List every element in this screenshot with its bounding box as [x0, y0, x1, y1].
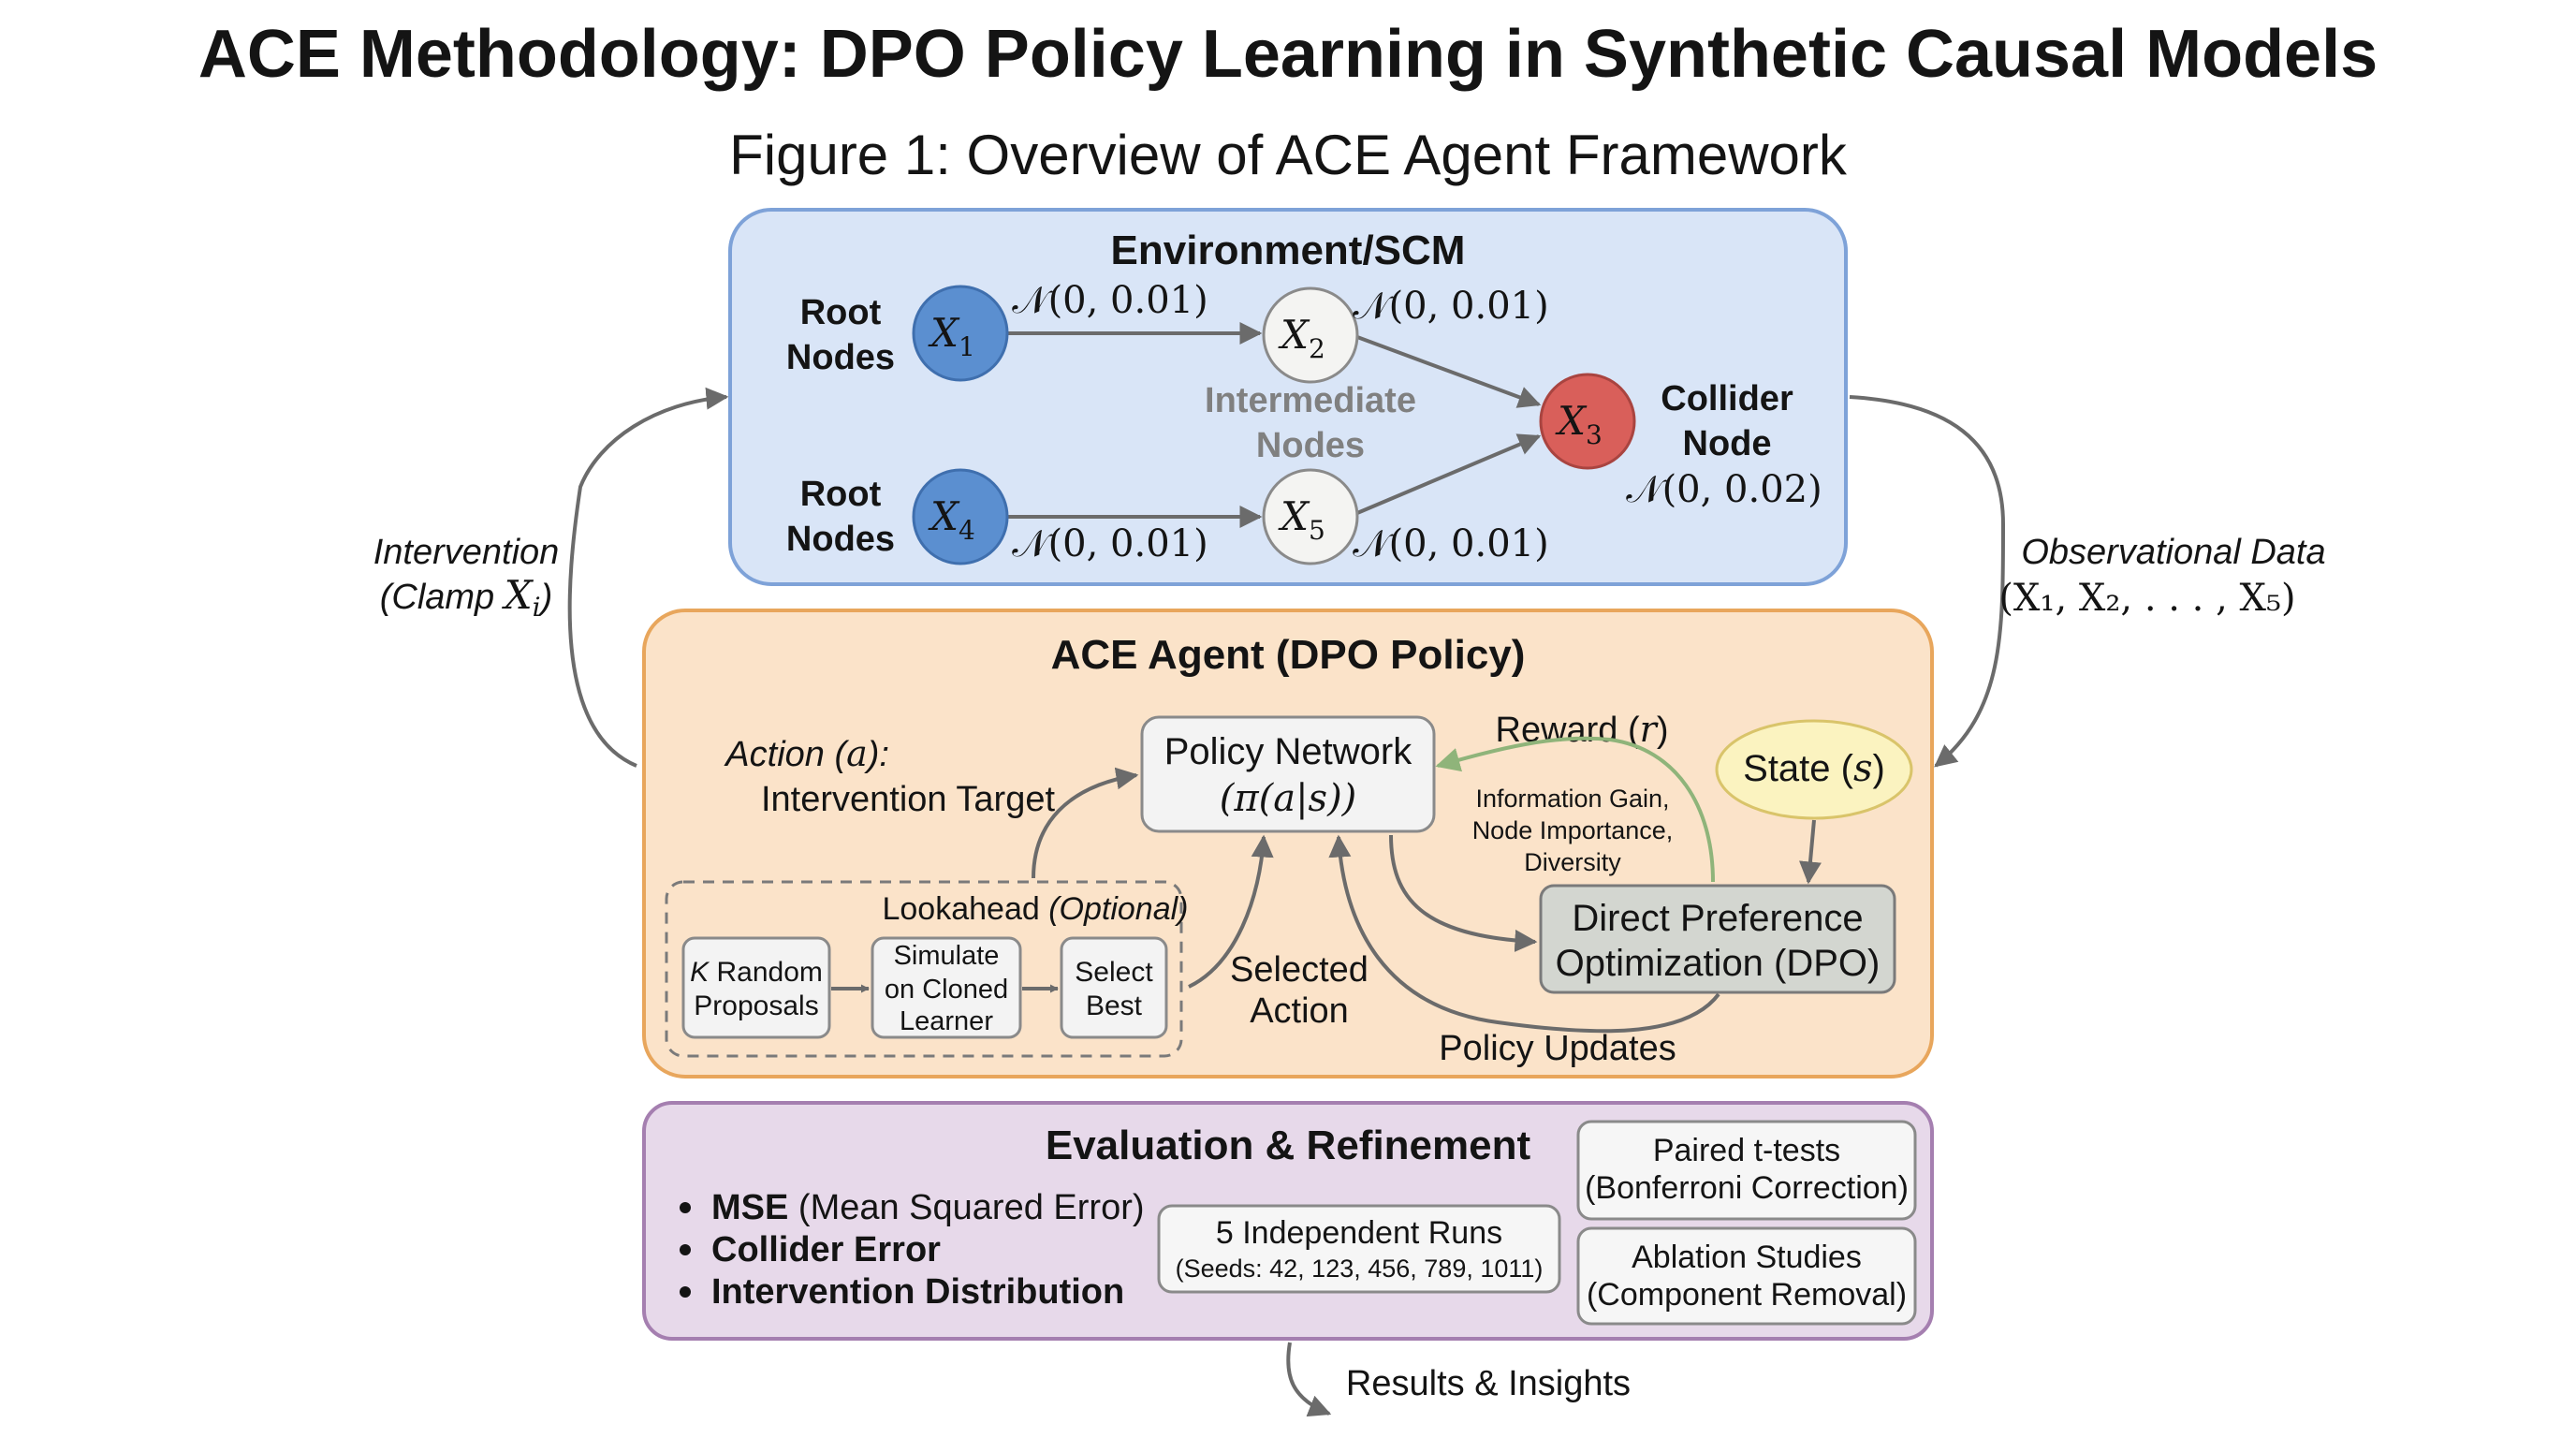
- reward-detail-2: Node Importance,: [1472, 816, 1674, 844]
- node-x2: X2: [1262, 286, 1359, 384]
- metric-collider-error: Collider Error: [711, 1230, 941, 1269]
- independent-runs-box: [1157, 1204, 1561, 1294]
- ablation-studies-label: Ablation Studies: [1632, 1240, 1862, 1275]
- metric-mse: MSE (Mean Squared Error): [711, 1188, 1145, 1227]
- svg-text:X3: X3: [1555, 398, 1603, 450]
- simulate-label-3: Learner: [900, 1006, 993, 1036]
- environment-title: Environment/SCM: [1111, 227, 1466, 273]
- noise-x5-label: 𝒩(0, 0.01): [1353, 522, 1548, 565]
- state-to-dpo-arrow: [1799, 819, 1822, 885]
- collider-node-label-2: Node: [1683, 424, 1772, 463]
- dpo-label-2: Optimization (DPO): [1556, 943, 1881, 984]
- metric-bullet-2: [680, 1244, 691, 1255]
- figure-caption: Figure 1: Overview of ACE Agent Framewor…: [729, 124, 1848, 186]
- policy-updates-arrow: [1328, 834, 1720, 1034]
- svg-text:X5: X5: [1278, 493, 1325, 546]
- lookahead-region: [665, 880, 1183, 1058]
- intermediate-nodes-label-1: Intermediate: [1205, 381, 1416, 420]
- intervention-target-label: Intervention Target: [761, 780, 1055, 819]
- svg-text:X1: X1: [928, 310, 975, 362]
- reward-label: Reward (r): [1496, 709, 1669, 750]
- node-x1: X1: [912, 285, 1009, 382]
- root-nodes-label-bottom-2: Nodes: [786, 520, 895, 559]
- intermediate-nodes-label-2: Nodes: [1256, 426, 1365, 465]
- independent-runs-label: 5 Independent Runs: [1216, 1215, 1502, 1251]
- node-x3: X3: [1539, 373, 1636, 470]
- root-nodes-label-top-1: Root: [800, 293, 882, 332]
- ablation-studies-box: [1576, 1226, 1917, 1326]
- edge-x2-x3: [1356, 335, 1542, 408]
- reward-detail-3: Diversity: [1524, 848, 1621, 876]
- clamp-label: (Clamp Xi): [380, 572, 553, 623]
- simulate-learner-box: [871, 936, 1022, 1039]
- random-proposals-box: [681, 936, 831, 1039]
- reward-detail-1: Information Gain,: [1475, 785, 1669, 813]
- lookahead-label: Lookahead (Optional): [882, 891, 1188, 927]
- noise-x4-label: 𝒩(0, 0.01): [1012, 522, 1208, 565]
- paired-ttests-box: [1576, 1120, 1917, 1221]
- observational-data-arrow: [1849, 395, 2006, 768]
- node-x5: X5: [1262, 468, 1359, 565]
- component-removal-label: (Component Removal): [1587, 1277, 1907, 1313]
- policy-to-dpo-arrow: [1389, 834, 1538, 952]
- paired-ttests-label: Paired t-tests: [1653, 1133, 1840, 1168]
- dpo-box: [1539, 884, 1896, 994]
- state-label: State (s): [1743, 747, 1885, 790]
- dpo-label-1: Direct Preference: [1572, 898, 1863, 939]
- selected-action-label-1: Selected: [1230, 950, 1368, 990]
- observational-data-label: Observational Data: [2021, 533, 2325, 572]
- select-best-label-1: Select: [1075, 957, 1153, 988]
- agent-title: ACE Agent (DPO Policy): [1051, 632, 1526, 678]
- state-ellipse: [1715, 719, 1913, 820]
- selected-action-label-2: Action: [1250, 991, 1349, 1031]
- main-title: ACE Methodology: DPO Policy Learning in …: [198, 17, 2378, 92]
- random-proposals-label-2: Proposals: [694, 990, 818, 1021]
- edge-x5-x3: [1356, 433, 1542, 515]
- results-arrow: [1286, 1342, 1332, 1417]
- select-best-label-2: Best: [1086, 990, 1143, 1021]
- environment-panel: [728, 208, 1848, 586]
- collider-node-label-1: Collider: [1661, 379, 1793, 418]
- svg-text:X4: X4: [928, 493, 975, 546]
- root-nodes-label-bottom-1: Root: [800, 475, 882, 514]
- selected-action-arrow: [1188, 834, 1274, 989]
- bonferroni-label: (Bonferroni Correction): [1585, 1170, 1909, 1206]
- noise-x1-label: 𝒩(0, 0.01): [1012, 279, 1208, 322]
- policy-network-box: [1140, 715, 1436, 833]
- noise-x3-label: 𝒩(0, 0.02): [1626, 468, 1822, 511]
- intervention-label: Intervention: [373, 533, 560, 572]
- root-nodes-label-top-2: Nodes: [786, 338, 895, 377]
- noise-x2-label: 𝒩(0, 0.01): [1353, 285, 1548, 328]
- policy-formula: (π(a|s)): [1220, 777, 1357, 820]
- node-x4: X4: [912, 468, 1009, 565]
- intervention-arrow: [567, 387, 729, 768]
- evaluation-title: Evaluation & Refinement: [1046, 1123, 1531, 1168]
- random-proposals-label-1: K Random: [690, 957, 823, 988]
- simulate-label-1: Simulate: [894, 941, 1000, 971]
- action-arrow: [1032, 767, 1139, 879]
- svg-text:X2: X2: [1278, 312, 1325, 364]
- policy-updates-label: Policy Updates: [1439, 1029, 1676, 1068]
- metric-bullet-1: [680, 1202, 691, 1213]
- observational-variables-label: (X₁, X₂, . . . , X₅): [1998, 577, 2295, 620]
- seeds-label: (Seeds: 42, 123, 456, 789, 1011): [1176, 1255, 1544, 1283]
- policy-network-label: Policy Network: [1164, 731, 1413, 772]
- metric-intervention-distribution: Intervention Distribution: [711, 1272, 1124, 1312]
- reward-arrow: [1435, 736, 1715, 883]
- action-label: Action (a):: [724, 733, 889, 774]
- metric-bullet-3: [680, 1286, 691, 1298]
- select-best-box: [1060, 936, 1168, 1039]
- results-insights-label: Results & Insights: [1346, 1364, 1631, 1403]
- simulate-label-2: on Cloned: [885, 975, 1008, 1005]
